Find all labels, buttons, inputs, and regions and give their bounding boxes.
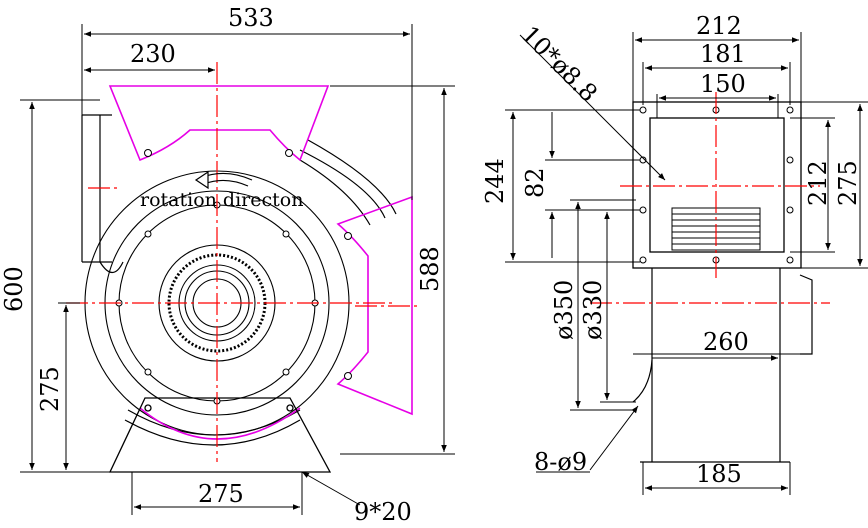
side-flange	[632, 101, 802, 269]
slot-label: 9*20	[354, 498, 412, 523]
side-body	[632, 268, 813, 463]
dim-260: 260	[703, 328, 749, 356]
dim-230: 230	[130, 40, 176, 68]
dim-181: 181	[700, 40, 746, 68]
dim-275-shaft: 275	[36, 366, 64, 412]
dim-185: 185	[696, 460, 742, 488]
base-holes-label: 8-ø9	[534, 448, 587, 476]
front-dimensions	[20, 24, 455, 515]
mounting-base	[108, 397, 332, 473]
dim-82: 82	[521, 167, 549, 198]
flange-holes	[144, 149, 352, 380]
rotation-arrow-icon	[194, 170, 253, 190]
dim-600: 600	[0, 266, 28, 312]
dim-275-base: 275	[198, 480, 244, 508]
dim-diameter-330: ø330	[579, 280, 607, 340]
front-view: 533 230 600 588 275 275 9*20 rotation di…	[0, 4, 455, 526]
dim-212-top: 212	[696, 12, 742, 40]
rotation-label: rotation directon	[140, 189, 303, 211]
center-lines	[66, 62, 420, 462]
dim-150: 150	[700, 70, 746, 98]
dim-diameter-350: ø350	[550, 280, 578, 340]
side-dimensions	[505, 32, 868, 495]
dim-212-right: 212	[804, 160, 832, 206]
dim-588: 588	[416, 246, 444, 292]
side-view: 212 181 150 10*ø8.8 244 82 212 275 ø350 …	[481, 12, 868, 495]
dim-244: 244	[481, 158, 509, 204]
dim-533: 533	[228, 4, 274, 32]
dim-275-right: 275	[834, 160, 862, 206]
side-center-lines	[590, 92, 830, 304]
right-outlet-flange	[139, 195, 413, 440]
holes-label: 10*ø8.8	[516, 20, 603, 107]
top-outlet-flange	[108, 85, 330, 162]
